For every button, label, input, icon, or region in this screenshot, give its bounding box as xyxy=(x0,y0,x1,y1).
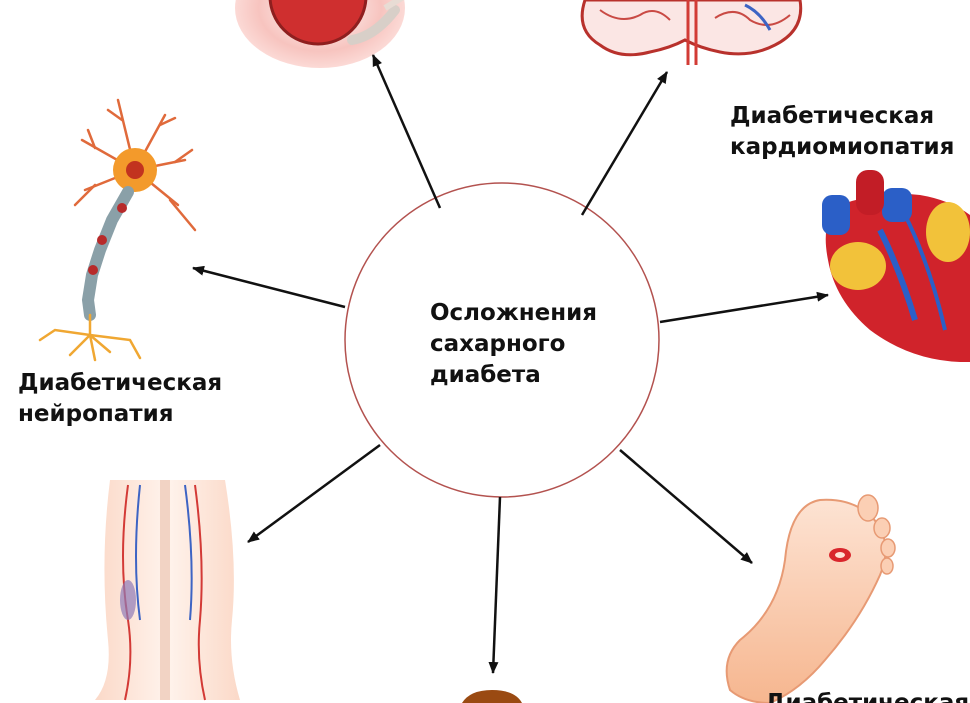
center-label-line1: Осложнения xyxy=(430,300,597,326)
neuro-label-line2: нейропатия xyxy=(18,401,174,427)
center-circle xyxy=(344,182,660,498)
foot-ulcer-icon xyxy=(725,494,896,703)
arrow-to-legs xyxy=(247,443,381,544)
center-label-line3: диабета xyxy=(430,362,541,388)
center-label-line2: сахарного xyxy=(430,331,566,357)
center-label: Осложнения сахарного диабета xyxy=(430,298,597,391)
arrow-to-neuron xyxy=(192,265,346,309)
brain-icon xyxy=(580,0,803,65)
arrow-to-eye xyxy=(371,54,442,209)
cardio-label-line1: Диабетическая xyxy=(730,103,935,129)
neuron-icon xyxy=(38,98,197,362)
kidney-icon xyxy=(462,690,522,703)
eye-icon xyxy=(235,0,405,68)
arrow-to-heart xyxy=(659,291,829,324)
cardio-label: Диабетическая кардиомиопатия xyxy=(730,101,954,163)
arrows xyxy=(192,54,829,674)
arrow-to-kidney xyxy=(488,496,502,674)
foot-label: Диабетическая xyxy=(765,688,969,703)
arrow-to-brain xyxy=(580,71,669,216)
heart-icon xyxy=(822,170,970,362)
neuro-label-line1: Диабетическая xyxy=(18,370,223,396)
foot-label-line1: Диабетическая xyxy=(765,690,970,703)
cardio-label-line2: кардиомиопатия xyxy=(730,134,955,160)
legs-veins-icon xyxy=(95,480,240,701)
arrow-to-foot xyxy=(619,449,753,564)
neuro-label: Диабетическая нейропатия xyxy=(18,368,222,430)
